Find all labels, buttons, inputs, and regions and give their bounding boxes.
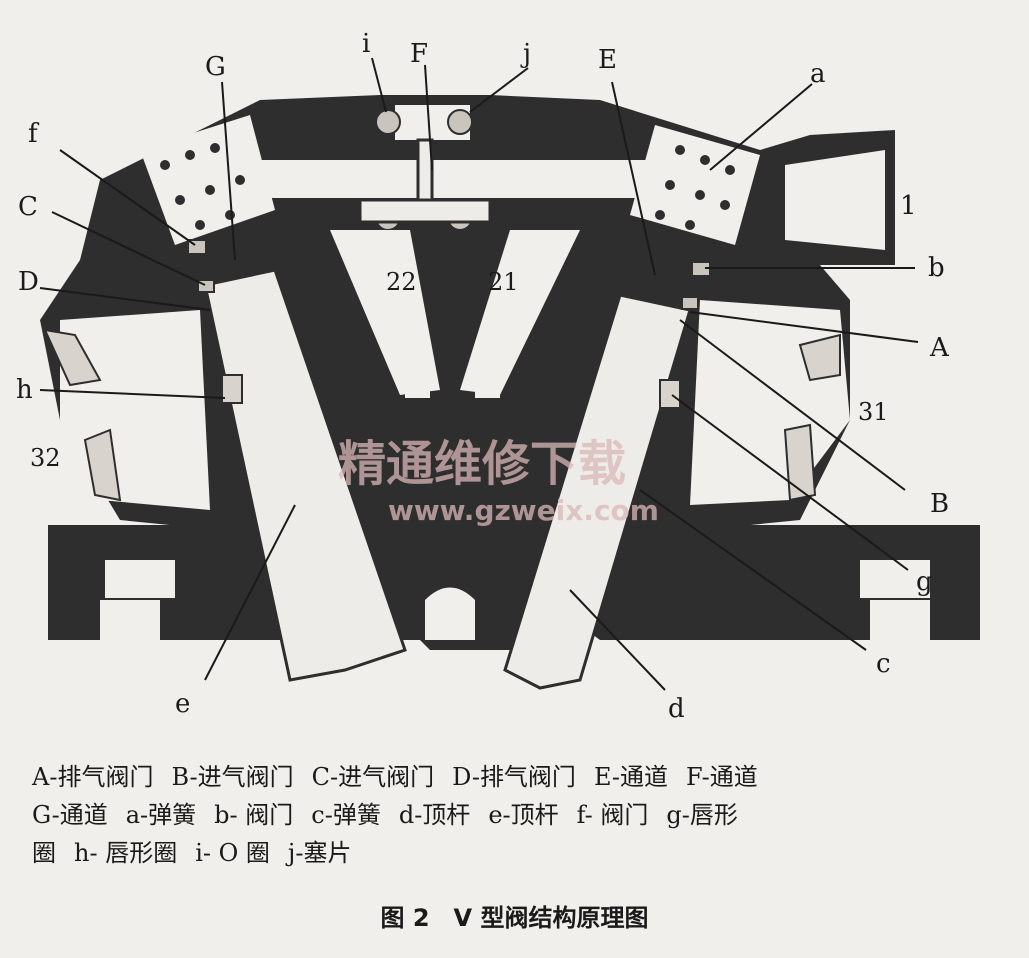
center-block-right — [475, 378, 500, 398]
legend-item: b- 阀门 — [214, 801, 294, 829]
lip-h — [221, 374, 243, 404]
leader-D — [39, 287, 211, 311]
legend-item: E-通道 — [593, 763, 669, 791]
label-21: 21 — [488, 268, 519, 296]
watermark-line1: 精通维修下载 — [338, 436, 626, 492]
legend-item: e-顶杆 — [488, 801, 559, 829]
label-a: a — [810, 59, 826, 89]
label-f: f — [28, 119, 40, 149]
legend-item: F-通道 — [686, 763, 758, 791]
leader-G — [221, 81, 236, 261]
leader-g — [671, 394, 909, 571]
label-D: D — [18, 267, 39, 297]
legend-item: a-弹簧 — [125, 801, 197, 829]
left-push-rod — [203, 268, 407, 682]
top-channel — [175, 160, 715, 198]
label-b: b — [928, 253, 945, 283]
label-h: h — [16, 375, 33, 405]
seal-A — [681, 296, 699, 310]
inlet-port-bore — [785, 150, 885, 250]
right-spring-a — [655, 145, 735, 230]
right-diaphragm — [798, 333, 841, 382]
leader-c — [639, 489, 867, 651]
channel-21 — [460, 230, 580, 395]
right-push-rod — [503, 293, 692, 690]
left-spring-chamber — [140, 115, 275, 245]
plug-disc — [358, 198, 492, 224]
figure-caption: 图 2 V 型阀结构原理图 — [380, 904, 649, 932]
center-notch — [425, 587, 475, 640]
label-e: e — [175, 689, 190, 719]
lip-g — [659, 379, 681, 409]
label-31: 31 — [858, 398, 889, 426]
label-A: A — [929, 333, 950, 363]
label-C: C — [18, 192, 38, 222]
legend-item: d-顶杆 — [398, 801, 471, 829]
label-g: g — [916, 567, 933, 597]
legend-item: 圈 — [32, 839, 56, 867]
oring-j-right — [447, 109, 473, 135]
leader-C — [51, 211, 206, 286]
label-i: i — [362, 29, 370, 59]
leader-e — [204, 504, 296, 681]
label-E: E — [598, 45, 617, 75]
left-housing-cavity — [60, 310, 210, 510]
leader-F — [424, 64, 433, 171]
label-one: 1 — [900, 191, 917, 221]
legend-item: D-排气阀门 — [452, 763, 576, 791]
leader-a — [709, 83, 813, 171]
base-hole-left — [105, 560, 175, 598]
leader-f — [59, 149, 196, 246]
leader-i — [371, 57, 387, 113]
left-spring — [160, 143, 245, 230]
left-diaphragm — [43, 328, 102, 387]
left-diaphragm-lower — [83, 428, 122, 502]
label-d: d — [668, 694, 685, 724]
label-c: c — [876, 649, 891, 679]
leader-j — [469, 67, 529, 113]
leader-h — [39, 389, 226, 399]
right-diaphragm-lower — [783, 423, 817, 502]
legend-item: i- O 圈 — [195, 839, 270, 867]
v-valve-diagram: 精通维修下载 www.gzweix.com G i F j E a f C D … — [16, 29, 980, 724]
watermark-line2: www.gzweix.com — [388, 494, 659, 527]
legend-item: C-进气阀门 — [311, 763, 435, 791]
center-block-left — [405, 378, 430, 398]
leader-E — [611, 81, 656, 276]
base-hole-right — [860, 560, 930, 598]
oring-i-left — [375, 109, 401, 135]
label-32: 32 — [30, 444, 61, 472]
label-22: 22 — [386, 268, 417, 296]
label-G: G — [205, 52, 226, 82]
legend-item: B-进气阀门 — [171, 763, 294, 791]
legend-item: h- 唇形圈 — [74, 839, 178, 867]
legend-item: g-唇形 — [666, 801, 738, 829]
valve-body — [40, 95, 850, 650]
legend-item: G-通道 — [32, 801, 108, 829]
legend-item: j-塞片 — [287, 839, 352, 867]
label-F: F — [410, 39, 428, 69]
channel-22 — [330, 230, 440, 395]
legend: A-排气阀门 B-进气阀门 C-进气阀门 D-排气阀门 E-通道 F-通道 G-通道 a-弹簧… — [32, 758, 1012, 872]
label-B: B — [930, 489, 949, 519]
legend-item: f- 阀门 — [576, 801, 649, 829]
leader-B — [679, 319, 906, 491]
label-j: j — [520, 39, 531, 69]
leader-A — [689, 311, 919, 343]
leader-d — [569, 589, 666, 691]
legend-item: A-排气阀门 — [32, 763, 154, 791]
legend-item: c-弹簧 — [311, 801, 381, 829]
